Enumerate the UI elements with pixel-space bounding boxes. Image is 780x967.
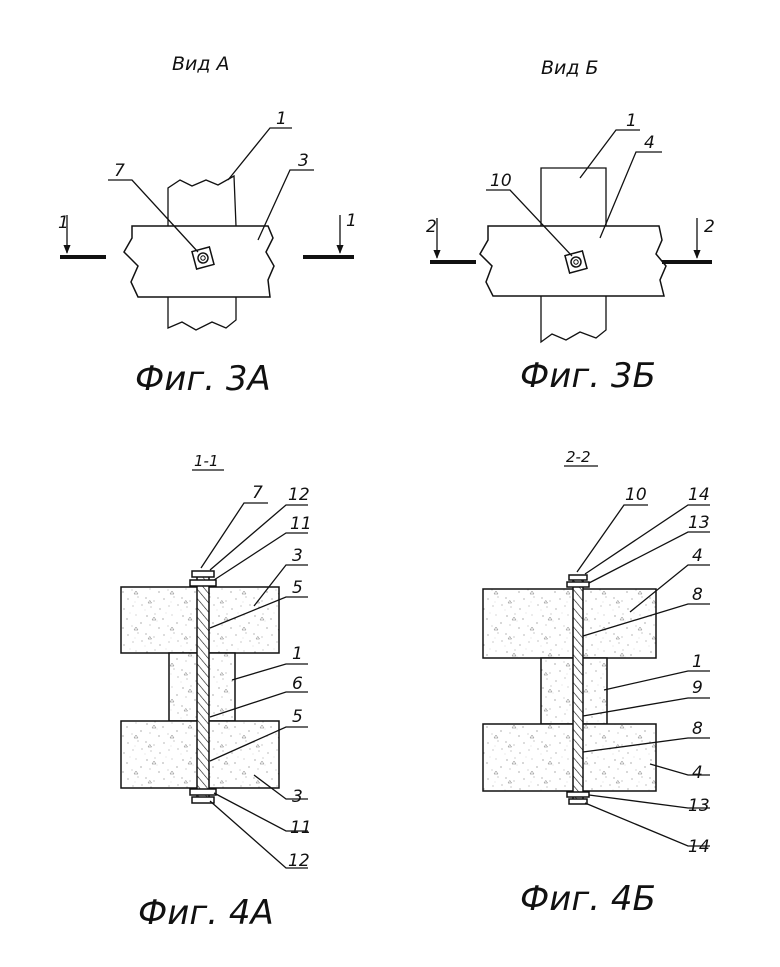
fig4a-callout-12-top: 12	[288, 485, 310, 505]
fig4a-callout-1: 1	[292, 644, 303, 664]
fig4b-callout-9: 9	[692, 678, 703, 698]
fig4b-slab-top	[483, 589, 656, 658]
fig4b-caption: Фиг. 4Б	[520, 879, 656, 919]
fig3b-leader-1	[580, 130, 640, 178]
fig4b-callout-13-bottom: 13	[688, 796, 710, 816]
fig4a-washer-bottom	[190, 789, 216, 795]
fig4b-washer-bottom	[567, 792, 589, 797]
fig4b-rod	[573, 579, 583, 801]
fig-4b: 2-2 10 14 13 4 8 1 9 8 4 13 14 Фиг. 4Б	[483, 448, 710, 919]
fig3a-section-label-left: 1	[58, 213, 69, 233]
fig4b-callout-10: 10	[625, 485, 647, 505]
fig4b-callout-8-bottom: 8	[692, 719, 703, 739]
fig3b-column-bottom	[541, 296, 606, 342]
fig3b-column-top	[541, 168, 606, 226]
fig4b-callout-8-top: 8	[692, 585, 703, 605]
fig4a-leader-7	[201, 503, 268, 568]
fig4a-callout-11-top: 11	[290, 514, 312, 534]
fig4a-callout-7: 7	[252, 483, 263, 503]
fig4a-section-title: 1-1	[194, 452, 219, 470]
fig4b-nut-top	[569, 575, 587, 580]
fig3b-leader-4	[600, 152, 662, 238]
fig3b-callout-10: 10	[490, 171, 512, 191]
fig3b-fastener-10	[565, 251, 587, 273]
fig3b-section-label-right: 2	[704, 217, 715, 237]
fig4a-rod	[197, 576, 209, 798]
fig4a-callout-3-bottom: 3	[292, 787, 303, 807]
fig4b-nut-bottom	[569, 799, 587, 804]
fig4b-callout-14-bottom: 14	[688, 837, 710, 857]
fig4b-washer-top	[567, 582, 589, 587]
fig4a-washer-top	[190, 580, 216, 586]
fig3a-view-title: Вид А	[172, 53, 230, 75]
fig3a-callout-7: 7	[114, 161, 125, 181]
fig4a-callout-5-top: 5	[292, 578, 303, 598]
fig4a-callout-5-bottom: 5	[292, 707, 303, 727]
fig4a-caption: Фиг. 4А	[138, 893, 274, 933]
fig4a-callout-12-bottom: 12	[288, 851, 310, 871]
fig-3b: Вид Б 2 2 1 4 10 Фиг. 3Б	[426, 57, 715, 396]
fig4b-callout-13-top: 13	[688, 513, 710, 533]
fig3b-caption: Фиг. 3Б	[520, 356, 656, 396]
fig3a-column-top	[168, 176, 236, 226]
fig4b-slab-bottom	[483, 724, 656, 791]
fig3a-callout-3: 3	[298, 151, 309, 171]
fig3a-fastener-7	[192, 247, 214, 269]
fig4b-section-title: 2-2	[566, 448, 591, 466]
fig3b-callout-1: 1	[626, 111, 637, 131]
fig4b-callout-1: 1	[692, 652, 703, 672]
fig4b-callout-4-bottom: 4	[692, 763, 703, 783]
fig4a-callout-11-bottom: 11	[290, 818, 312, 838]
fig-4a: 1-1 7 12 11 3 5 1 6 5 3 11 12 Фиг. 4А	[121, 452, 312, 933]
fig-3a: Вид А 1 1 1 3 7 Фиг. 3А	[58, 53, 357, 399]
fig3b-callout-4: 4	[644, 133, 655, 153]
fig3b-view-title: Вид Б	[541, 57, 599, 79]
fig3b-section-label-left: 2	[426, 217, 437, 237]
fig4b-callout-14-top: 14	[688, 485, 710, 505]
fig3a-leader-1	[228, 128, 292, 180]
fig3a-section-label-right: 1	[346, 211, 357, 231]
fig4a-callout-6: 6	[292, 674, 303, 694]
fig3a-column-bottom	[168, 297, 236, 330]
fig3a-callout-1: 1	[276, 109, 287, 129]
fig4a-nut-top	[192, 571, 214, 577]
fig4a-callout-3-top: 3	[292, 546, 303, 566]
fig3a-caption: Фиг. 3А	[135, 359, 271, 399]
fig4b-callout-4-top: 4	[692, 546, 703, 566]
